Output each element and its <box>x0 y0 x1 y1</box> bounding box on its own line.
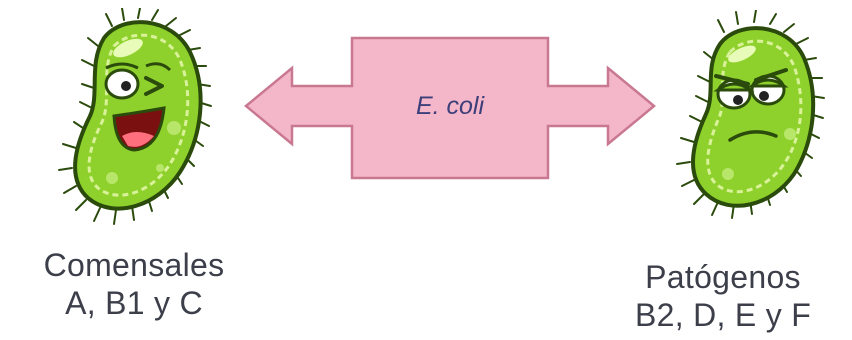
commensal-groups: A, B1 y C <box>65 285 203 321</box>
grumpy-bacterium-icon <box>676 10 825 219</box>
happy-bacterium-icon <box>58 8 212 225</box>
organism-label: E. coli <box>415 92 485 120</box>
pathogen-label: Patógenos B2, D, E y F <box>594 258 852 334</box>
pathogen-groups: B2, D, E y F <box>634 297 812 333</box>
commensal-label: Comensales A, B1 y C <box>0 246 268 322</box>
commensal-title: Comensales <box>43 247 225 283</box>
pathogen-title: Patógenos <box>645 259 801 295</box>
double-arrow-icon <box>244 36 656 180</box>
double-arrow: E. coli <box>240 34 660 184</box>
